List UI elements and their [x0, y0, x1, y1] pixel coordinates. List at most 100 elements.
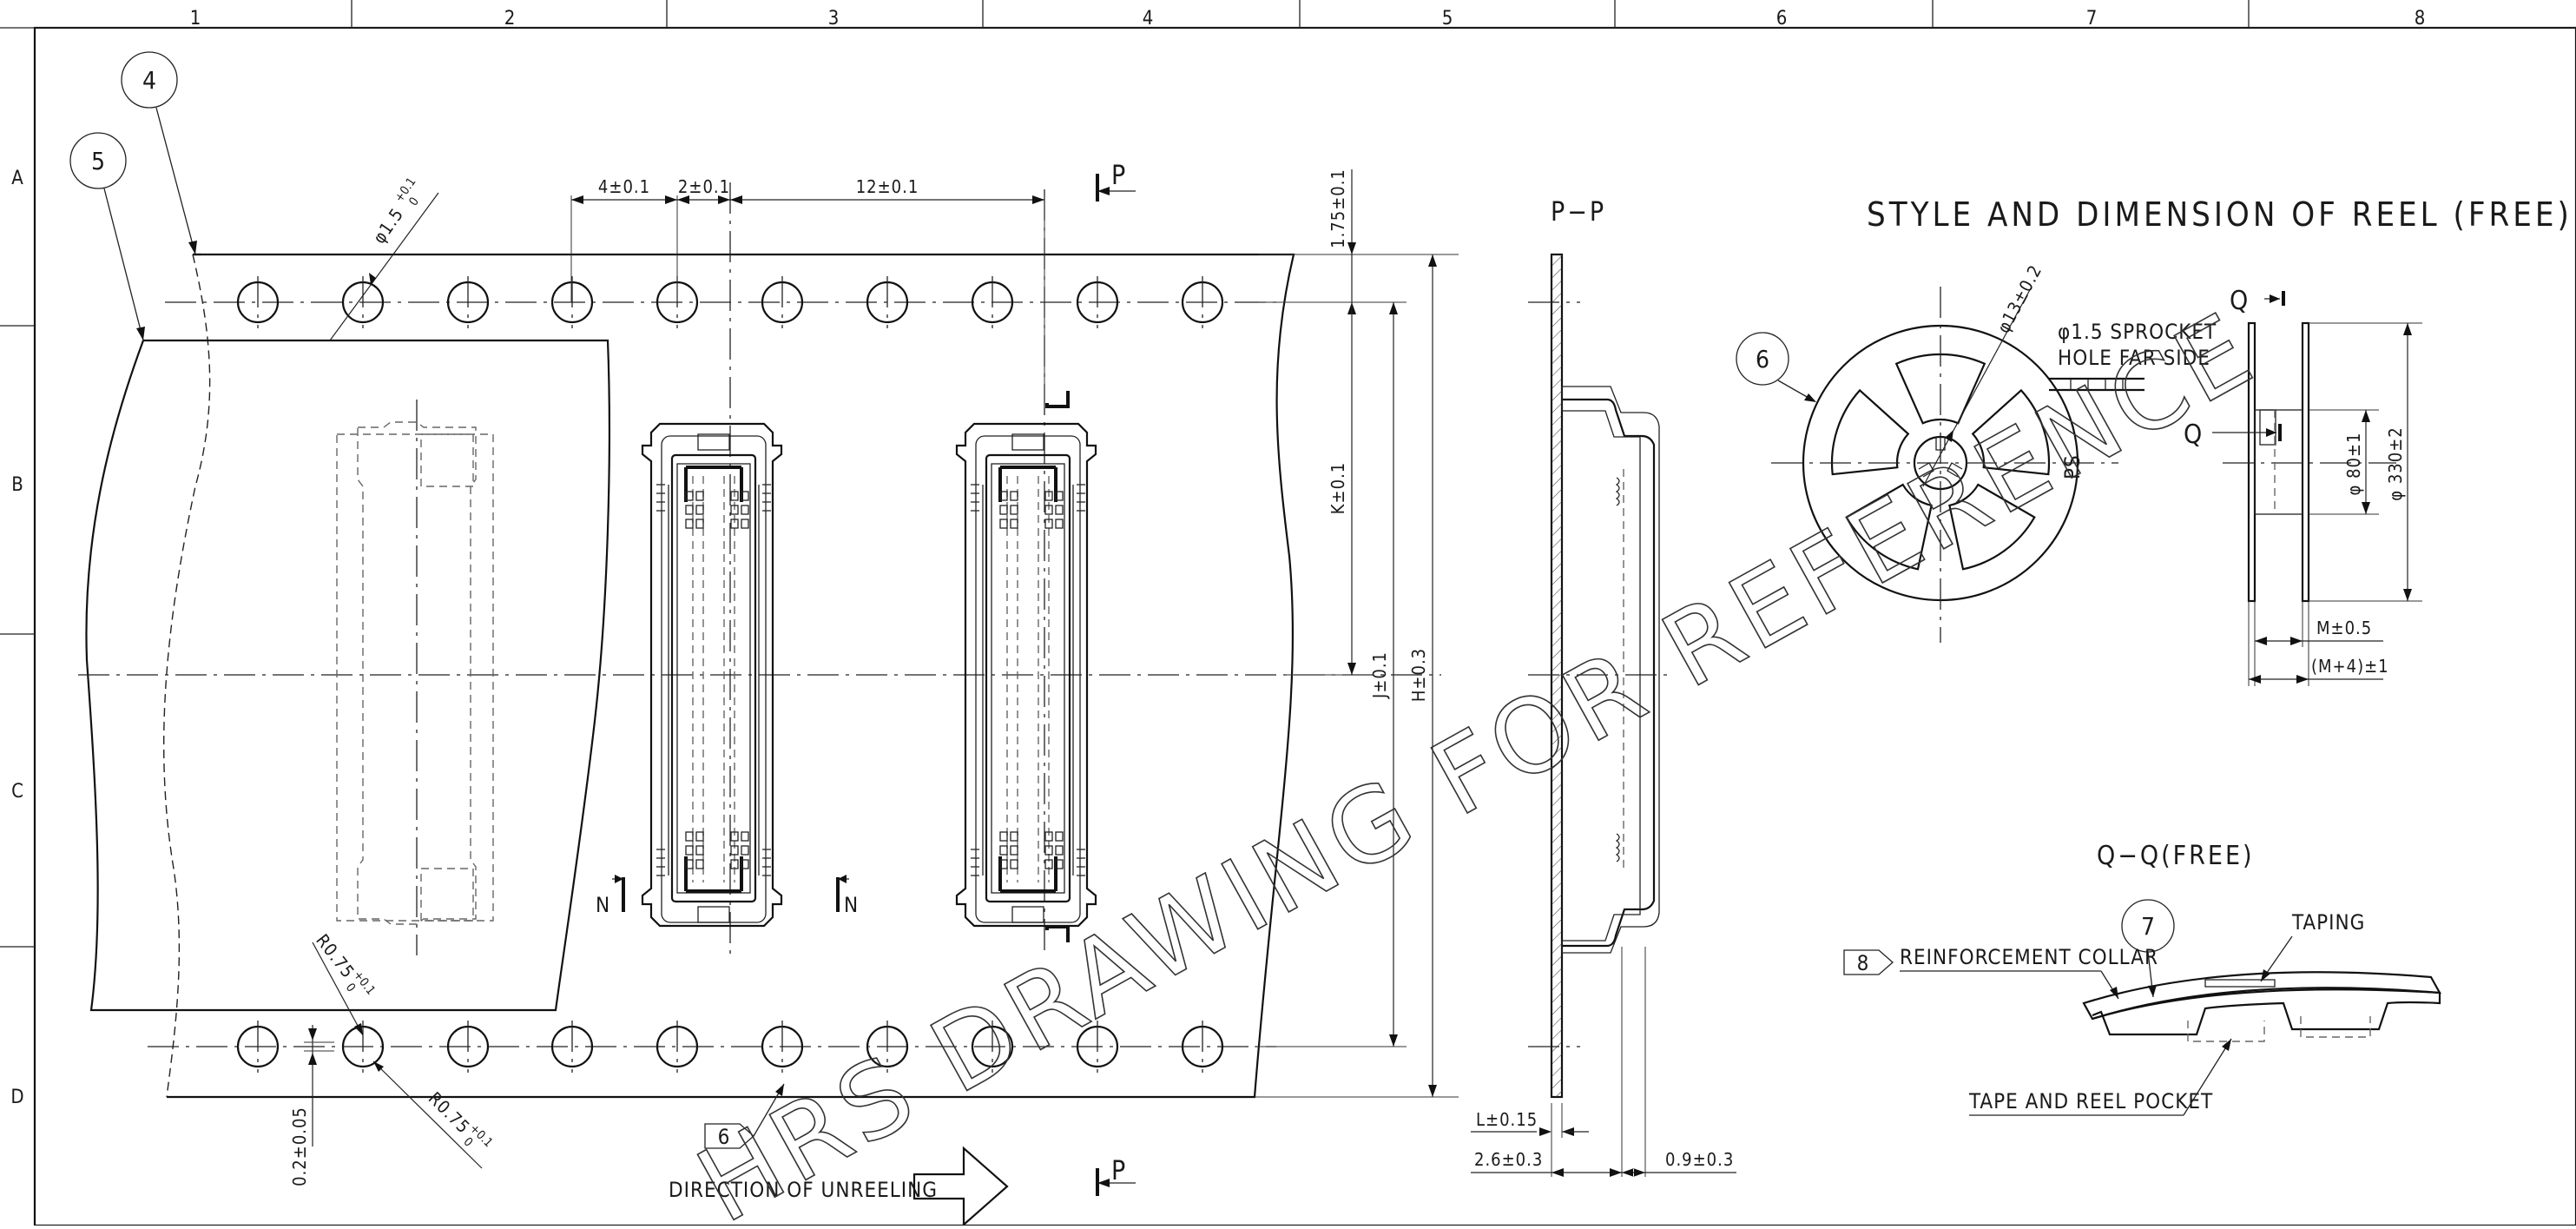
width-dimensions: 1.75±0.1 K±0.1 J±0.1 H±0.3 — [1255, 168, 1459, 1098]
sprocket-note-line1: φ1.5 SPROCKET — [2058, 320, 2217, 344]
contact-pad-bottom-4-1 — [741, 831, 749, 842]
direction-arrow — [912, 1146, 1009, 1227]
contact-pad-bottom-3-2 — [730, 845, 739, 856]
contact-pad-top-3-1 — [730, 491, 739, 501]
col-label-7: 7 — [2086, 8, 2098, 30]
h-dimension: H±0.3 — [1408, 648, 1429, 702]
contact-pad-top-3-2 — [1044, 505, 1053, 515]
carrier-tape-view: P P N N 4±0.1 2±0.1 12±0.1 φ1.5 +0.1 0 — [69, 51, 1459, 1227]
section-q-label-top: Q — [2230, 286, 2250, 316]
pitch-dimensions: 4±0.1 2±0.1 12±0.1 — [570, 176, 1045, 408]
reel-side-view: Q Q φ 80±1 φ 330±2 M±0.5 (M+4)±1 — [2184, 286, 2422, 686]
pp-bumps — [1615, 477, 1620, 862]
section-p-label-top: P — [1111, 161, 1128, 191]
reel-title: STYLE AND DIMENSION OF REEL (FREE) — [1867, 195, 2573, 234]
contact-pad-top-4-2 — [741, 505, 749, 515]
r075-top-tol-zero: 0 — [343, 981, 359, 994]
pp-l-dimension: L±0.15 — [1476, 1109, 1538, 1130]
contact-pad-bottom-3-1 — [730, 831, 739, 842]
reel-m-dimension: M±0.5 — [2316, 618, 2372, 638]
flag-6-label: 6 — [718, 1125, 731, 1149]
col-label-4: 4 — [1143, 8, 1154, 30]
col-label-3: 3 — [828, 8, 840, 30]
row-label-d: D — [10, 1087, 23, 1108]
reel-side-flange-right — [2301, 321, 2310, 603]
row-label-a: A — [11, 168, 23, 189]
contact-pad-bottom-1-1 — [685, 831, 694, 842]
reel-side-hub — [2254, 409, 2303, 515]
section-p-label-bottom: P — [1111, 1156, 1128, 1186]
sprocket-tape-stub — [2049, 377, 2144, 392]
reel-windows — [1830, 353, 2051, 571]
contact-pad-top-1-1 — [999, 491, 1008, 501]
contact-pad-top-1-3 — [999, 519, 1008, 529]
flag-6 — [704, 1123, 754, 1149]
contact-pad-bottom-1-2 — [685, 845, 694, 856]
pp-pocket-hatch — [1561, 386, 1660, 954]
sprocket-note-line2: HOLE FAR SIDE — [2058, 346, 2210, 370]
sprocket-holes-bottom — [236, 1021, 1224, 1073]
empty-pocket-ghost — [336, 421, 494, 925]
contact-pad-bottom-3-3 — [1044, 859, 1053, 869]
reel-window-4 — [1845, 483, 1933, 571]
balloon-7-label: 7 — [2141, 912, 2155, 941]
contact-pad-bottom-3-2 — [1044, 845, 1053, 856]
contact-pad-top-1-3 — [685, 519, 694, 529]
pp-pocket-profile — [1562, 398, 1656, 948]
reel-window-5 — [1830, 388, 1910, 476]
section-qq-view: Q−Q(FREE) TAPING 7 8 REINFORCEMENT COLLA… — [1843, 841, 2441, 1116]
section-q-label-side: Q — [2184, 420, 2204, 450]
contact-pad-top-3-1 — [1044, 491, 1053, 501]
reel-m4-dimension: (M+4)±1 — [2311, 656, 2389, 677]
balloon-6 — [1736, 332, 1789, 386]
contact-pad-bottom-4-2 — [741, 845, 749, 856]
qq-taping-label: TAPING — [2291, 910, 2365, 935]
balloon-6-label: 6 — [1756, 345, 1769, 373]
k-dimension: K±0.1 — [1328, 462, 1348, 514]
tape-outline — [167, 253, 1295, 1099]
pp-09-dimension: 0.9±0.3 — [1665, 1149, 1734, 1170]
cover-tape — [85, 339, 610, 1012]
contact-pad-top-1-1 — [685, 491, 694, 501]
contact-pad-top-4-1 — [741, 491, 749, 501]
pitch-12-dimension: 12±0.1 — [856, 176, 919, 197]
contact-pad-bottom-1-3 — [685, 859, 694, 869]
pitch-4-dimension: 4±0.1 — [598, 176, 650, 197]
section-line-p-step-top — [1045, 391, 1070, 408]
contact-pad-top-3-3 — [1044, 519, 1053, 529]
reference-watermark: HRS DRAWING FOR REFERENCE — [679, 288, 2275, 1226]
contact-pad-bottom-2-3 — [1010, 859, 1018, 869]
contact-pad-bottom-2-2 — [695, 845, 704, 856]
contact-pad-bottom-4-2 — [1055, 845, 1064, 856]
j-dimension: J±0.1 — [1369, 651, 1390, 699]
contact-pad-top-4-2 — [1055, 505, 1064, 515]
flag-8-label: 8 — [1857, 951, 1870, 975]
flag-8 — [1843, 949, 1894, 975]
edge-distance-dimension: 1.75±0.1 — [1328, 168, 1348, 248]
col-label-2: 2 — [504, 8, 516, 30]
contact-pad-bottom-2-3 — [695, 859, 704, 869]
reel-hub-dia-dimension: φ13±0.2 — [1993, 261, 2046, 337]
contact-pad-bottom-4-3 — [1055, 859, 1064, 869]
contact-pad-top-2-1 — [1010, 491, 1018, 501]
contact-pad-bottom-4-3 — [741, 859, 749, 869]
reel-330-dimension: φ 330±2 — [2385, 426, 2406, 500]
reel-ps-mark: PS — [2060, 454, 2085, 479]
connector-pocket-2 — [955, 422, 1097, 928]
contact-pad-top-2-1 — [695, 491, 704, 501]
row-label-c: C — [11, 781, 23, 803]
balloon-4 — [121, 51, 178, 109]
reel-window-1 — [1894, 353, 1986, 425]
section-n-label-right: N — [844, 893, 859, 917]
column-zone-labels: 1 2 3 4 5 6 7 8 — [190, 8, 2426, 30]
contact-pad-top-1-2 — [685, 505, 694, 515]
section-qq-title: Q−Q(FREE) — [2097, 841, 2255, 871]
balloon-5-label: 5 — [91, 147, 105, 175]
reel-window-2 — [1971, 388, 2051, 476]
section-pp-view: P−P L±0.15 2.6±0.3 0.9±0.3 — [1471, 197, 1736, 1177]
section-line-p-step-bottom — [1045, 925, 1070, 942]
qq-pocket-label: TAPE AND REEL POCKET — [1968, 1089, 2213, 1113]
hole-dia-leader — [329, 192, 439, 341]
contact-pad-top-2-3 — [1010, 519, 1018, 529]
